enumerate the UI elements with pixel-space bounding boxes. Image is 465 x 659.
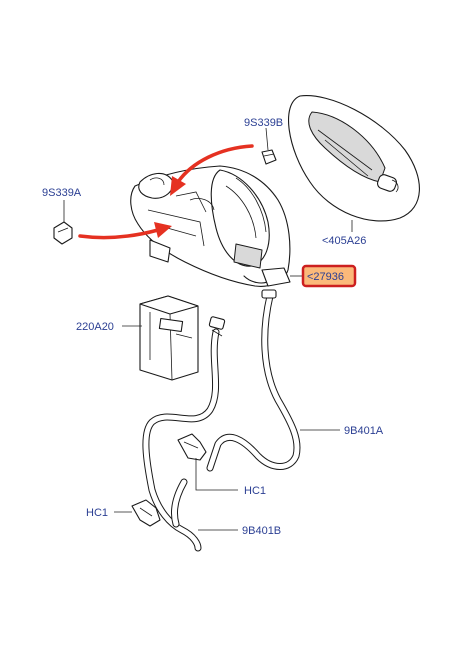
indicator-arrow-upper — [170, 144, 254, 196]
label-hose-a[interactable]: 9B401A — [344, 425, 384, 437]
fuel-filler-flap — [288, 95, 420, 222]
actuator-220a20 — [139, 295, 199, 381]
label-flap[interactable]: <405A26 — [322, 235, 366, 247]
label-clip-hc1-right[interactable]: HC1 — [244, 485, 266, 497]
label-hose-b[interactable]: 9B401B — [242, 525, 281, 537]
clip-hc1-left — [131, 499, 161, 527]
filler-housing — [130, 165, 291, 287]
label-screw-a[interactable]: 9S339A — [42, 187, 82, 199]
screw-9s339b — [261, 149, 277, 165]
label-screw-b[interactable]: 9S339B — [244, 117, 283, 129]
screw-9s339a — [53, 221, 73, 245]
label-actuator[interactable]: 220A20 — [76, 321, 114, 333]
indicator-arrow-left — [78, 222, 172, 240]
label-clip-hc1-left[interactable]: HC1 — [86, 507, 108, 519]
hose-9b401b — [142, 316, 226, 552]
label-housing[interactable]: <27936 — [307, 271, 344, 283]
clip-hc1-right — [177, 433, 207, 461]
hose-9b401a — [206, 289, 301, 472]
highlight-box — [301, 264, 357, 288]
